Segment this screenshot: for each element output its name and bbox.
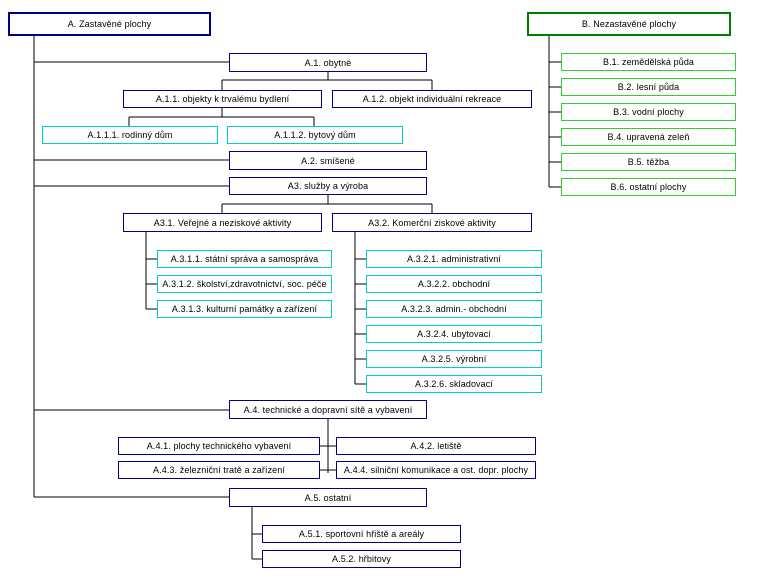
node-a12-recreation-object: A.1.2. objekt individuální rekreace (332, 90, 532, 108)
node-a51-sports-grounds: A.5.1. sportovní hřiště a areály (262, 525, 461, 543)
node-a2-mixed: A.2. smíšené (229, 151, 427, 170)
node-a11-permanent-housing: A.1.1. objekty k trvalému bydlení (123, 90, 322, 108)
node-a43-railway: A.4.3. železniční tratě a zařízení (118, 461, 320, 479)
node-a42-airport: A.4.2. letiště (336, 437, 536, 455)
node-a31-public-nonprofit: A3.1. Veřejné a neziskové aktivity (123, 213, 322, 232)
node-a323-admin-commercial: A.3.2.3. admin.- obchodní (366, 300, 542, 318)
node-a321-administrative: A.3.2.1. administrativní (366, 250, 542, 268)
node-b3-water-areas: B.3. vodní plochy (561, 103, 736, 121)
node-b1-agricultural-land: B.1. zemědělská půda (561, 53, 736, 71)
node-b5-mining: B.5. těžba (561, 153, 736, 171)
node-a41-technical-equipment: A.4.1. plochy technického vybavení (118, 437, 320, 455)
node-a4-technical-transport: A.4. technické a dopravní sítě a vybaven… (229, 400, 427, 419)
node-b6-other-areas: B.6. ostatní plochy (561, 178, 736, 196)
node-a312-education-health: A.3.1.2. školství,zdravotnictví, soc. pé… (157, 275, 332, 293)
node-a111-family-house: A.1.1.1. rodinný dům (42, 126, 218, 144)
node-a5-other: A.5. ostatní (229, 488, 427, 507)
node-a-built-up-areas: A. Zastavěné plochy (8, 12, 211, 36)
node-b-undeveloped-areas: B. Nezastavěné plochy (527, 12, 731, 36)
node-a52-cemeteries: A.5.2. hřbitovy (262, 550, 461, 568)
node-a322-commercial-shops: A.3.2.2. obchodní (366, 275, 542, 293)
node-a1-residential: A.1. obytné (229, 53, 427, 72)
node-a112-apartment-building: A.1.1.2. bytový dům (227, 126, 403, 144)
node-b2-forest-land: B.2. lesní půda (561, 78, 736, 96)
node-a324-accommodation: A.3.2.4. ubytovací (366, 325, 542, 343)
node-a44-road-communications: A.4.4. silniční komunikace a ost. dopr. … (336, 461, 536, 479)
node-a325-production: A.3.2.5. výrobní (366, 350, 542, 368)
node-a3-services-production: A3. služby a výroba (229, 177, 427, 195)
node-b4-maintained-greenery: B.4. upravená zeleň (561, 128, 736, 146)
node-a311-state-administration: A.3.1.1. státní správa a samospráva (157, 250, 332, 268)
node-a313-cultural-monuments: A.3.1.3. kulturní památky a zařízení (157, 300, 332, 318)
node-a32-commercial: A3.2. Komerční ziskové aktivity (332, 213, 532, 232)
node-a326-storage: A.3.2.6. skladovací (366, 375, 542, 393)
